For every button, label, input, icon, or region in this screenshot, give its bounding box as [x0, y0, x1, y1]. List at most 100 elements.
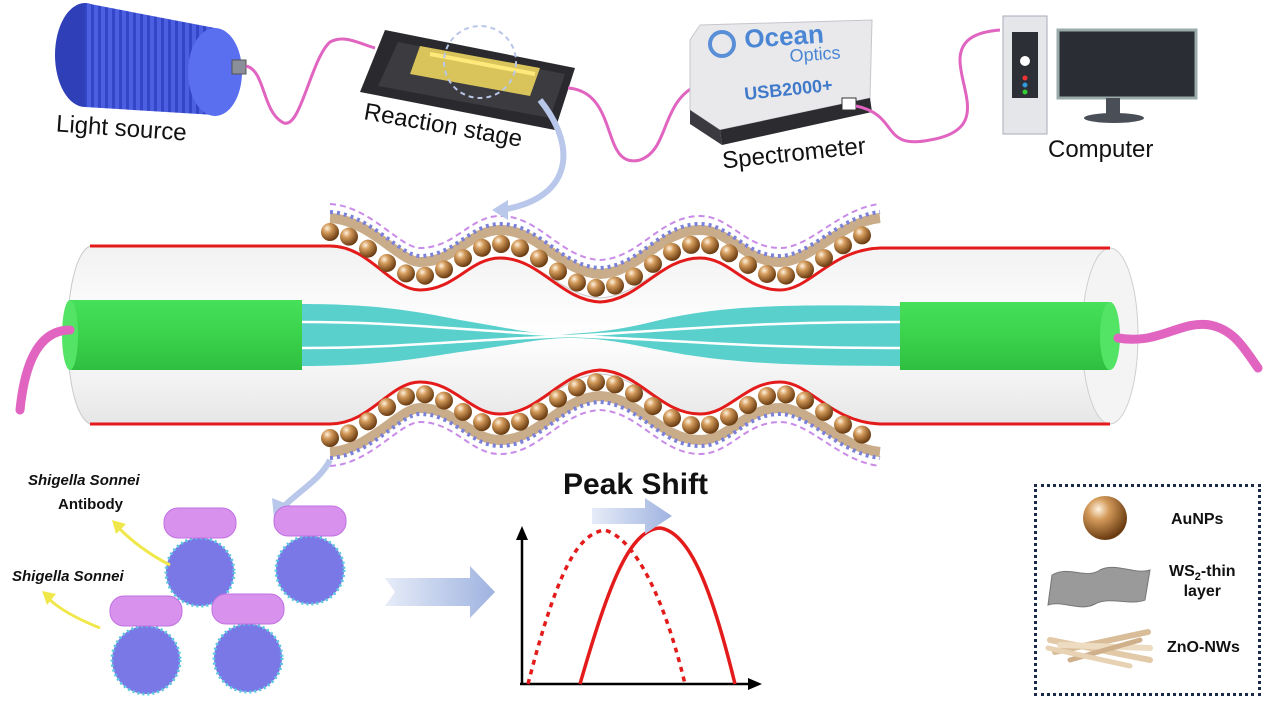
- gold-nanoparticle: [416, 266, 434, 285]
- bacterium-cell: [274, 534, 346, 606]
- gold-nanoparticle: [530, 402, 548, 421]
- antibody-pointer: [116, 525, 171, 567]
- gold-nanoparticle: [530, 249, 548, 268]
- legend-ws2-rest: -thin: [1200, 563, 1236, 580]
- antibody-blob: [211, 593, 285, 625]
- gold-nanoparticle: [587, 278, 605, 297]
- gold-nanoparticle: [701, 236, 719, 255]
- legend-aunps-label: AuNPs: [1171, 511, 1224, 528]
- gold-nanoparticle: [777, 266, 795, 285]
- ws2-legend-icon: [1047, 566, 1151, 608]
- legend-ws2-main: WS: [1169, 563, 1195, 580]
- gold-nanoparticle: [378, 253, 396, 272]
- gold-nanoparticle: [853, 226, 871, 245]
- legend-ws2-line2: layer: [1183, 583, 1221, 601]
- antibody-blob: [273, 505, 347, 537]
- gold-nanoparticle: [473, 413, 491, 432]
- gold-nanoparticle: [492, 416, 510, 435]
- optical-fiber: [15, 244, 1263, 426]
- peak-before: [526, 528, 687, 685]
- legend-ws2-sub: 2: [1194, 571, 1201, 584]
- gold-nanoparticle: [682, 235, 700, 254]
- gold-nanoparticle: [549, 262, 567, 281]
- gold-nanoparticle: [815, 402, 833, 421]
- bacteria-pointer-head: [42, 591, 56, 605]
- gold-nanoparticle: [340, 424, 358, 443]
- gold-nanoparticle: [321, 223, 339, 241]
- peak-after: [578, 526, 737, 685]
- gold-nanoparticle: [644, 254, 662, 273]
- gold-nanoparticle: [397, 387, 415, 406]
- gold-nanoparticle: [663, 409, 681, 428]
- antibody-name-label: Shigella Sonnei: [28, 472, 140, 489]
- gold-nanoparticle: [606, 375, 624, 394]
- zno-legend-icon: [1045, 629, 1153, 669]
- fiber-cable-1: [245, 37, 376, 125]
- gold-nanoparticle: [378, 398, 396, 417]
- legend-ws2-label: WS2-thin layer: [1169, 563, 1236, 601]
- gold-nanoparticle: [511, 412, 529, 431]
- bacterium-cell: [212, 622, 284, 694]
- bacteria-name-label: Shigella Sonnei: [12, 568, 124, 585]
- bacteria-pointer: [46, 596, 101, 630]
- gold-nanoparticle: [720, 407, 738, 426]
- gold-nanoparticle: [568, 273, 586, 292]
- gold-nanoparticle: [739, 255, 757, 274]
- gold-nanoparticle: [549, 389, 567, 408]
- gold-nanoparticle: [796, 260, 814, 279]
- gold-nanoparticles-bottom: [321, 373, 871, 447]
- gold-nanoparticle: [777, 385, 795, 404]
- gold-nanoparticle: [606, 276, 624, 295]
- bacterium-with-antibody: [163, 507, 237, 608]
- gold-nanoparticle: [758, 264, 776, 283]
- fiber-cable-3: [855, 28, 1001, 144]
- zoom-arrow-bottom: [279, 458, 333, 511]
- gold-nanoparticle: [454, 402, 472, 421]
- gold-nanoparticle: [340, 227, 358, 246]
- sensing-coating-bottom: [329, 390, 881, 467]
- bacterium-cell: [164, 536, 236, 608]
- legend-box: AuNPs WS2-thin layer ZnO-NWs: [1034, 484, 1261, 696]
- legend-zno-label: ZnO-NWs: [1167, 639, 1240, 656]
- bacterium-with-antibody: [109, 595, 183, 696]
- gold-nanoparticle: [758, 387, 776, 406]
- gold-nanoparticle: [511, 239, 529, 258]
- zoom-arrow-top: [499, 98, 567, 213]
- gold-nanoparticle: [682, 416, 700, 435]
- gold-nanoparticle: [834, 236, 852, 255]
- aunp-legend-icon: [1083, 496, 1127, 540]
- bacterium-cell: [110, 624, 182, 696]
- sensing-coating-top: [329, 203, 881, 280]
- bacterium-with-antibody: [211, 593, 285, 694]
- antibody-blob: [163, 507, 237, 539]
- computer-label: Computer: [1048, 136, 1154, 163]
- gold-nanoparticle: [815, 249, 833, 268]
- gold-nanoparticle: [796, 391, 814, 410]
- gold-nanoparticle: [416, 385, 434, 404]
- gold-nanoparticle: [473, 238, 491, 257]
- gold-nanoparticle: [492, 235, 510, 254]
- gold-nanoparticle: [644, 397, 662, 416]
- gold-nanoparticle: [834, 415, 852, 434]
- gold-nanoparticle: [663, 242, 681, 261]
- gold-nanoparticle: [625, 384, 643, 403]
- antibody-word-label: Antibody: [58, 496, 123, 513]
- antibody-pointer-head: [112, 520, 126, 534]
- zoom-arrowhead-top: [492, 200, 508, 220]
- shift-arrow: [592, 498, 672, 534]
- bacteria-group: [109, 505, 347, 696]
- brand-line2: Optics: [789, 42, 841, 66]
- gold-nanoparticle: [454, 249, 472, 268]
- computer-device: [1002, 15, 1198, 135]
- brand-line1: Ocean: [743, 19, 824, 54]
- spectrometer-device: [689, 19, 873, 145]
- gold-nanoparticle: [568, 378, 586, 397]
- gold-nanoparticle: [397, 264, 415, 283]
- peak-shift-title: Peak Shift: [563, 468, 708, 501]
- gold-nanoparticles-top: [321, 223, 871, 297]
- antibody-blob: [109, 595, 183, 627]
- gold-nanoparticle: [853, 425, 871, 444]
- gold-nanoparticle: [359, 239, 377, 258]
- process-arrow: [385, 566, 495, 618]
